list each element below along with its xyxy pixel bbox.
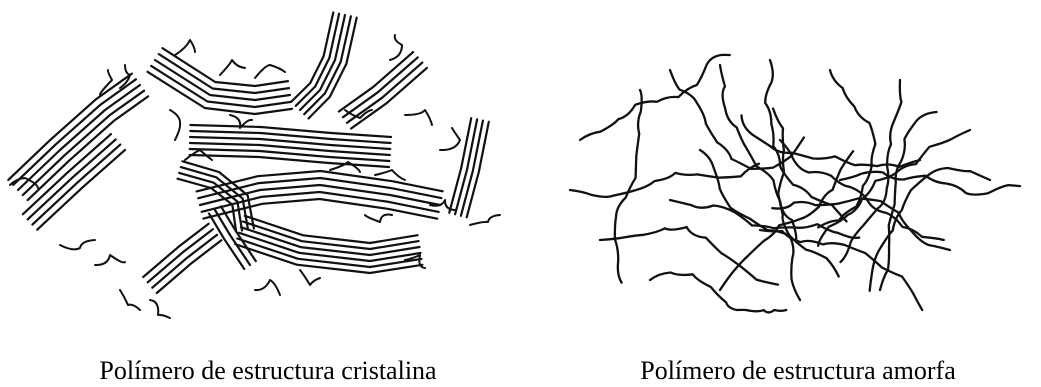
crystal-chain-end [365,215,392,222]
crystal-chain-end [150,300,170,318]
crystal-lamella [163,48,289,86]
crystal-lamella [18,85,140,190]
amorphous-chain [650,273,786,313]
crystal-chain-end [220,60,245,75]
amorphous-panel: Polímero de estructura amorfa [520,0,1041,387]
crystal-lamella [8,74,132,180]
crystal-lamella [23,91,144,195]
crystal-lamella [239,233,420,261]
amorphous-chain [600,227,778,285]
crystal-lamella [347,63,422,123]
crystal-lamella [235,244,422,273]
crystal-chain-end [175,40,195,55]
crystal-chain-end [170,110,180,140]
crystalline-panel: Polímero de estructura cristalina [0,0,520,387]
crystal-lamella [28,96,148,200]
crystal-lamella [190,155,389,167]
amorphous-chain [773,109,800,300]
amorphous-chain [880,112,937,290]
amorphous-chain [760,230,922,310]
amorphous-caption: Polímero de estructura amorfa [640,356,956,386]
crystal-lamella [245,216,418,243]
crystal-chain-end [255,280,280,295]
amorphous-polymer-illustration [520,0,1041,340]
crystal-lamella [32,145,120,225]
crystal-chain-end [390,35,402,60]
crystal-lamella [243,222,419,250]
crystal-chain-end [405,110,432,125]
crystal-lamella [351,68,427,129]
crystal-chain-end [300,270,320,285]
crystalline-chain-bundles [8,12,489,293]
crystal-lamella [467,122,489,218]
crystal-lamella [13,79,136,185]
crystal-chain-end [470,215,500,225]
crystal-lamella [237,239,421,268]
crystal-lamella [209,214,244,269]
crystalline-caption: Polímero de estructura cristalina [99,356,436,386]
crystal-chain-end [255,65,285,78]
crystalline-polymer-illustration [0,0,520,340]
amorphous-tangled-chains [570,55,1020,313]
crystal-chain-end [120,290,140,310]
crystal-lamella [241,227,420,255]
crystal-lamella [148,229,213,282]
crystal-chain-end [95,255,125,265]
crystal-chain-end [440,128,460,150]
crystal-lamella [215,210,250,265]
amorphous-chain [570,164,759,197]
crystal-chain-end [60,240,95,249]
crystal-lamella [143,224,208,277]
